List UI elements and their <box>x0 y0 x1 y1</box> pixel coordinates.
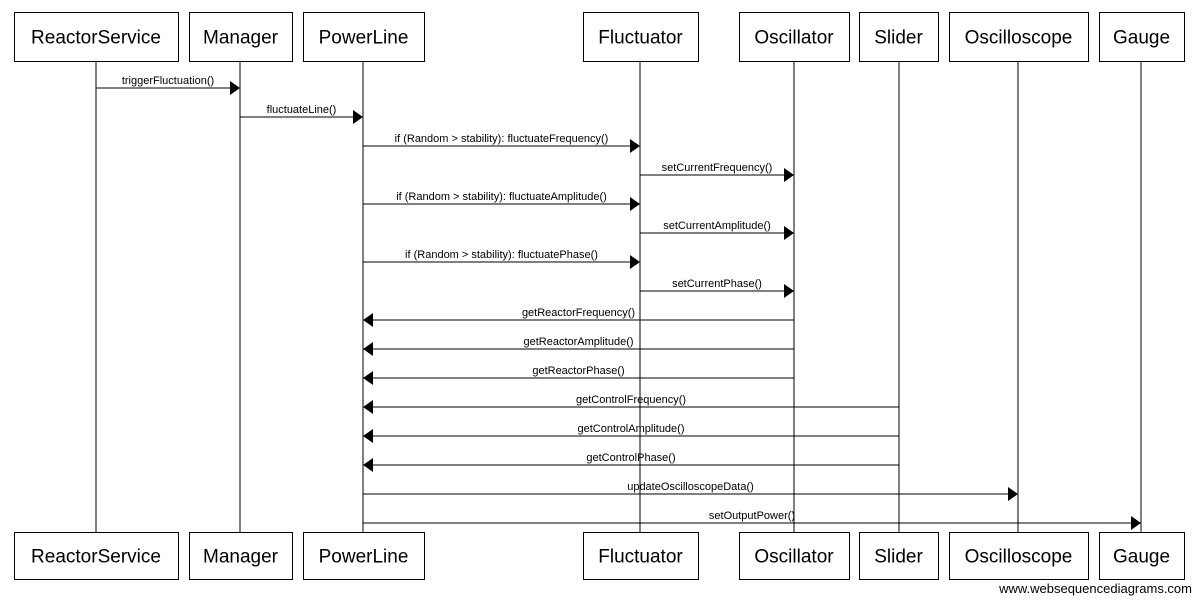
participant-powerline-top: PowerLine <box>303 12 425 62</box>
participant-box <box>583 532 699 580</box>
message-4: if (Random > stability): fluctuateAmplit… <box>363 191 640 211</box>
participant-box <box>14 12 179 62</box>
participant-oscillator-bottom: Oscillator <box>739 532 850 580</box>
arrowhead-icon <box>363 400 373 414</box>
message-label: getReactorFrequency() <box>522 307 635 319</box>
participant-label: Gauge <box>1113 547 1170 568</box>
watermark: www.websequencediagrams.com <box>999 581 1192 596</box>
participant-label: Fluctuator <box>598 547 683 568</box>
participant-box <box>1099 12 1185 62</box>
message-2: if (Random > stability): fluctuateFreque… <box>363 133 640 153</box>
participant-label: ReactorService <box>31 28 161 49</box>
participant-box <box>14 532 179 580</box>
arrowhead-icon <box>784 168 794 182</box>
participant-label: Slider <box>874 547 923 568</box>
message-label: getControlPhase() <box>586 452 675 464</box>
participant-label: Slider <box>874 28 923 49</box>
message-label: if (Random > stability): fluctuateAmplit… <box>396 191 607 203</box>
message-label: getReactorPhase() <box>532 365 624 377</box>
arrowhead-icon <box>363 429 373 443</box>
message-label: getControlFrequency() <box>576 394 686 406</box>
message-label: setOutputPower() <box>709 510 795 522</box>
message-11: getControlFrequency() <box>363 394 899 414</box>
participant-slider-bottom: Slider <box>859 532 939 580</box>
participant-manager-bottom: Manager <box>189 532 293 580</box>
participant-manager-top: Manager <box>189 12 293 62</box>
arrowhead-icon <box>630 255 640 269</box>
participant-box <box>949 12 1089 62</box>
message-label: if (Random > stability): fluctuatePhase(… <box>405 249 598 261</box>
arrowhead-icon <box>363 342 373 356</box>
arrowhead-icon <box>784 284 794 298</box>
message-label: getControlAmplitude() <box>578 423 685 435</box>
participant-box <box>303 532 425 580</box>
participant-label: ReactorService <box>31 547 161 568</box>
participant-fluctuator-bottom: Fluctuator <box>583 532 699 580</box>
participant-powerline-bottom: PowerLine <box>303 532 425 580</box>
message-1: fluctuateLine() <box>240 104 363 124</box>
participant-box <box>189 12 293 62</box>
message-label: getReactorAmplitude() <box>523 336 633 348</box>
participant-box <box>189 532 293 580</box>
message-14: updateOscilloscopeData() <box>363 481 1018 501</box>
participant-box <box>739 532 850 580</box>
participant-label: PowerLine <box>319 547 409 568</box>
message-label: triggerFluctuation() <box>122 75 214 87</box>
arrowhead-icon <box>363 458 373 472</box>
participant-oscilloscope-top: Oscilloscope <box>949 12 1089 62</box>
participant-label: Oscilloscope <box>965 28 1073 49</box>
participant-fluctuator-top: Fluctuator <box>583 12 699 62</box>
message-6: if (Random > stability): fluctuatePhase(… <box>363 249 640 269</box>
participant-oscilloscope-bottom: Oscilloscope <box>949 532 1089 580</box>
participant-label: PowerLine <box>319 28 409 49</box>
participant-box <box>859 532 939 580</box>
participant-box <box>303 12 425 62</box>
participant-box <box>1099 532 1185 580</box>
message-label: updateOscilloscopeData() <box>627 481 754 493</box>
message-15: setOutputPower() <box>363 510 1141 530</box>
participant-box <box>739 12 850 62</box>
arrowhead-icon <box>1131 516 1141 530</box>
arrowhead-icon <box>630 139 640 153</box>
message-9: getReactorAmplitude() <box>363 336 794 356</box>
participant-label: Oscillator <box>754 547 834 568</box>
participant-slider-top: Slider <box>859 12 939 62</box>
participant-label: Gauge <box>1113 28 1170 49</box>
arrowhead-icon <box>363 371 373 385</box>
message-3: setCurrentFrequency() <box>640 162 794 182</box>
participant-label: Manager <box>203 28 279 49</box>
participant-box <box>583 12 699 62</box>
arrowhead-icon <box>1008 487 1018 501</box>
arrowhead-icon <box>353 110 363 124</box>
participant-box <box>949 532 1089 580</box>
message-label: setCurrentAmplitude() <box>663 220 771 232</box>
message-7: setCurrentPhase() <box>640 278 794 298</box>
arrowhead-icon <box>630 197 640 211</box>
participant-label: Oscilloscope <box>965 547 1073 568</box>
arrowhead-icon <box>230 81 240 95</box>
message-0: triggerFluctuation() <box>96 75 240 95</box>
arrowhead-icon <box>784 226 794 240</box>
participant-gauge-bottom: Gauge <box>1099 532 1185 580</box>
message-label: if (Random > stability): fluctuateFreque… <box>395 133 609 145</box>
message-5: setCurrentAmplitude() <box>640 220 794 240</box>
participant-label: Fluctuator <box>598 28 683 49</box>
message-label: setCurrentPhase() <box>672 278 762 290</box>
message-label: fluctuateLine() <box>267 104 337 116</box>
participant-reactorservice-top: ReactorService <box>14 12 179 62</box>
participant-gauge-top: Gauge <box>1099 12 1185 62</box>
participant-label: Oscillator <box>754 28 834 49</box>
arrowhead-icon <box>363 313 373 327</box>
message-12: getControlAmplitude() <box>363 423 899 443</box>
participant-label: Manager <box>203 547 279 568</box>
participant-reactorservice-bottom: ReactorService <box>14 532 179 580</box>
message-10: getReactorPhase() <box>363 365 794 385</box>
message-13: getControlPhase() <box>363 452 899 472</box>
message-label: setCurrentFrequency() <box>662 162 773 174</box>
participant-box <box>859 12 939 62</box>
participant-oscillator-top: Oscillator <box>739 12 850 62</box>
message-8: getReactorFrequency() <box>363 307 794 327</box>
